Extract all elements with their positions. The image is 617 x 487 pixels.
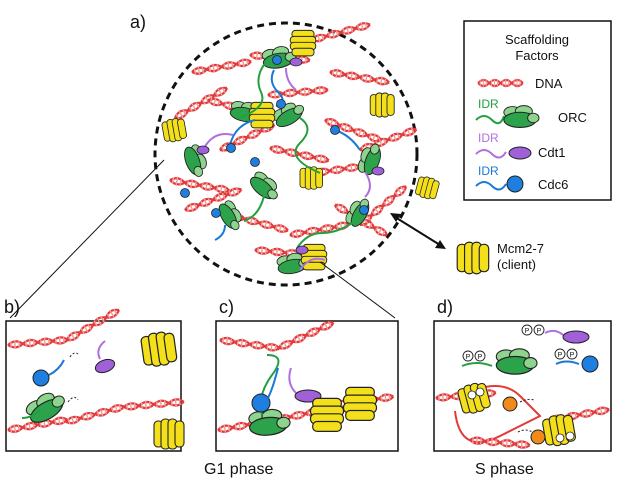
legend-idr-cdt1: IDR xyxy=(478,131,499,145)
legend-idr-orc: IDR xyxy=(478,97,499,111)
client-label-2: (client) xyxy=(497,257,536,272)
phospho-cdc6: P P xyxy=(554,348,599,373)
g1-phase-label: G1 phase xyxy=(204,461,273,478)
legend-cdc6-icon xyxy=(506,175,524,193)
panel-c xyxy=(215,317,399,452)
panel-label-a: a) xyxy=(130,12,146,32)
panel-a-cluster xyxy=(153,19,420,287)
legend-cdt1-idr-line xyxy=(475,149,507,159)
cdc6-dots xyxy=(180,55,369,218)
legend-mcm-icon xyxy=(456,241,490,275)
legend-cdc6-idr-line xyxy=(475,181,507,191)
legend-title-1: Scaffolding xyxy=(505,32,569,47)
mcm-outside-right xyxy=(414,174,441,202)
panel-d: P P P P P P xyxy=(433,320,612,452)
legend-orc-label: ORC xyxy=(558,110,587,125)
legend-cdt1-label: Cdt1 xyxy=(538,145,565,160)
phospho-p-1: P xyxy=(525,328,530,335)
panel-label-b: b) xyxy=(4,297,20,317)
phospho-p-3: P xyxy=(466,354,471,361)
legend-idr-cdc6: IDR xyxy=(478,164,499,178)
phospho-cdt1: P P xyxy=(521,324,590,344)
phospho-p-2: P xyxy=(537,328,542,335)
s-phase-label: S phase xyxy=(475,461,534,478)
legend-orc-idr-line xyxy=(475,115,505,125)
legend-cdc6-label: Cdc6 xyxy=(538,177,568,192)
cdt1-ovals xyxy=(196,57,385,255)
recruitment-arrow xyxy=(390,213,446,249)
replication-fork xyxy=(434,380,611,451)
legend-dna-label: DNA xyxy=(535,76,563,91)
legend: Scaffolding Factors DNA IDR ORC IDR Cdt1… xyxy=(463,20,612,201)
phospho-p-6: P xyxy=(570,352,575,359)
legend-cdt1-icon xyxy=(508,146,532,160)
panel-b xyxy=(5,305,186,452)
zoom-line-b xyxy=(9,159,165,319)
phospho-p-5: P xyxy=(558,352,563,359)
panel-label-d: d) xyxy=(437,297,453,317)
idr-and-binders xyxy=(202,61,371,271)
panel-label-c: c) xyxy=(219,297,234,317)
phospho-orc: P P xyxy=(461,348,538,375)
legend-title-2: Factors xyxy=(515,48,559,63)
client-label-1: Mcm2-7 xyxy=(497,241,544,256)
zoom-line-c xyxy=(319,261,396,319)
phospho-p-4: P xyxy=(478,354,483,361)
